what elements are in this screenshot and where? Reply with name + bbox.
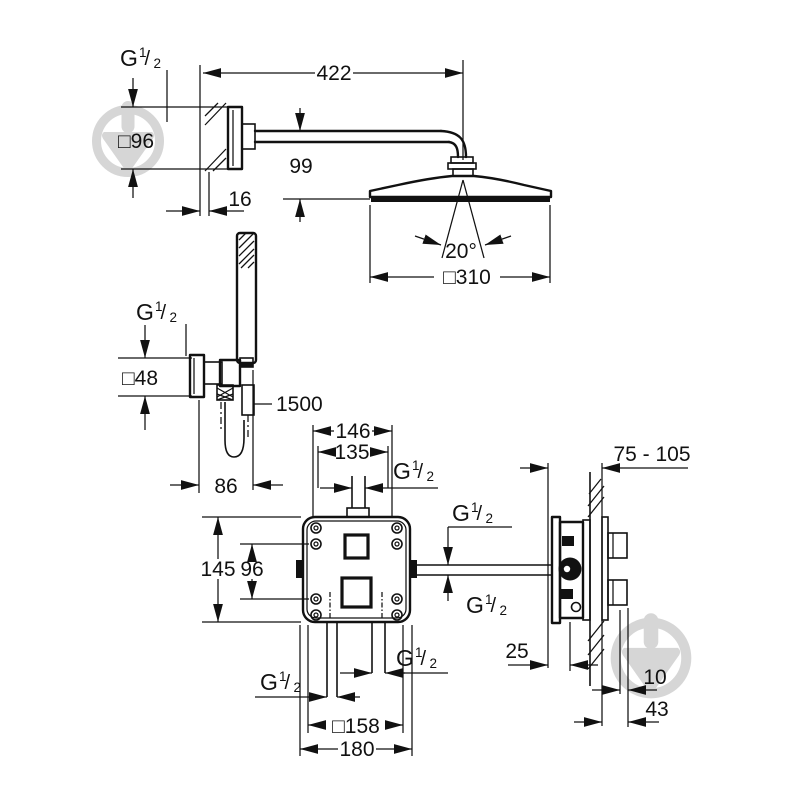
mixer-side-dimensions: 75 - 105 25 10 43: [505, 443, 691, 727]
thread-slash: /: [145, 48, 151, 70]
svg-text:/: /: [421, 648, 427, 670]
dim-spray-angle: 20°: [445, 240, 477, 263]
dim-rear-clearance: 25: [505, 640, 528, 663]
svg-text:/: /: [285, 672, 291, 694]
svg-text:1: 1: [471, 500, 479, 515]
svg-text:/: /: [491, 595, 497, 617]
svg-text:1: 1: [412, 458, 420, 473]
svg-text:G: G: [260, 669, 278, 695]
thread-label-arm: G 1 / 2: [120, 45, 161, 71]
svg-text:2: 2: [500, 603, 508, 618]
dim-hose-length: 1500: [276, 393, 323, 416]
head-connector-nut: [450, 156, 474, 164]
thread-label-holder: G 1 / 2: [136, 299, 177, 325]
dim-holder-flange-size: □48: [122, 367, 158, 390]
hose-nut: [216, 384, 234, 401]
thread-label-top-pipe: G 1 / 2: [393, 458, 434, 484]
dim-trim-gap: 10: [643, 666, 666, 689]
hand-shower-dimensions: □48 1500 86: [118, 324, 323, 498]
thread-label-bottom-right: G 1 / 2: [396, 645, 437, 671]
dim-holder-offset: 86: [214, 475, 237, 498]
svg-text:2: 2: [486, 511, 494, 526]
dim-wall-flange-size: □96: [118, 130, 154, 153]
hose-nut-hatch: [216, 387, 234, 401]
left-side-stub: [296, 560, 303, 578]
thread-sup: 1: [139, 45, 147, 60]
dim-rough-width: 146: [335, 420, 370, 443]
dim-rough-height: 145: [200, 558, 235, 581]
svg-text:2: 2: [294, 680, 302, 695]
svg-text:2: 2: [170, 310, 178, 325]
head-shower: [368, 174, 553, 199]
dim-trim-depth: 43: [645, 698, 668, 721]
dim-arm-length: 422: [316, 62, 351, 85]
mixer-front-dimensions: 146 135 145 96 □158 1: [200, 420, 512, 761]
svg-text:G: G: [466, 592, 484, 618]
upper-handle: [607, 532, 628, 559]
watermark-logo: [610, 613, 692, 699]
hand-shower: [235, 231, 258, 365]
dim-head-size: □310: [443, 266, 491, 289]
svg-text:1: 1: [155, 299, 163, 314]
hose-handle-end: [241, 384, 255, 416]
svg-text:G: G: [136, 299, 154, 325]
mixer-side-view: [550, 463, 628, 726]
thread-label-side-lower: G 1 / 2: [466, 592, 507, 618]
right-side-stub: [410, 560, 417, 578]
arm-wall-flange: [226, 105, 244, 171]
dim-flange-thickness: 16: [228, 188, 251, 211]
svg-text:1: 1: [415, 645, 423, 660]
svg-text:G: G: [452, 500, 470, 526]
hand-shower-assembly: [188, 231, 258, 458]
dim-screw-spacing: 96: [240, 558, 263, 581]
dim-box-size: 180: [339, 738, 374, 761]
trim-plate: [601, 516, 609, 621]
mixer-front-view: [296, 476, 552, 697]
wall-hatching: [587, 478, 605, 670]
shower-hose: [224, 402, 245, 458]
dim-inner-width: 135: [334, 441, 369, 464]
thread-label-side-upper: G 1 / 2: [452, 500, 493, 526]
spray-angle-line: [441, 179, 464, 259]
lower-handle: [607, 579, 628, 606]
dim-install-depth: 75 - 105: [613, 443, 690, 466]
holder-body: [218, 358, 242, 388]
lower-valve-opening: [340, 576, 373, 609]
wall-hatching: [204, 102, 227, 172]
thread-sub: 2: [154, 56, 162, 71]
dim-plate-size: □158: [332, 715, 380, 738]
svg-text:2: 2: [427, 469, 435, 484]
holder-arm: [203, 361, 223, 385]
hand-shower-grip: [238, 232, 255, 269]
thread-g: G: [120, 45, 138, 71]
upper-valve-opening: [343, 533, 370, 560]
watermark-logo: [92, 101, 164, 177]
svg-text:G: G: [396, 645, 414, 671]
svg-text:2: 2: [430, 656, 438, 671]
spray-face: [371, 197, 550, 202]
spray-angle-line: [462, 179, 485, 259]
svg-text:1: 1: [279, 669, 287, 684]
thread-label-bottom-left: G 1 / 2: [260, 669, 301, 695]
box-front-rim: [582, 519, 591, 621]
head-shower-assembly: [199, 65, 553, 259]
svg-text:/: /: [477, 503, 483, 525]
arm-union-nut: [241, 123, 256, 150]
mounting-screws: [310, 522, 403, 621]
svg-text:/: /: [161, 302, 167, 324]
dim-drop-height: 99: [289, 155, 312, 178]
head-shower-dimensions: 422 99 16 □96 20° □310: [118, 60, 551, 289]
svg-text:/: /: [418, 461, 424, 483]
svg-text:1: 1: [485, 592, 493, 607]
holder-wall-flange: [188, 353, 206, 399]
svg-text:G: G: [393, 458, 411, 484]
